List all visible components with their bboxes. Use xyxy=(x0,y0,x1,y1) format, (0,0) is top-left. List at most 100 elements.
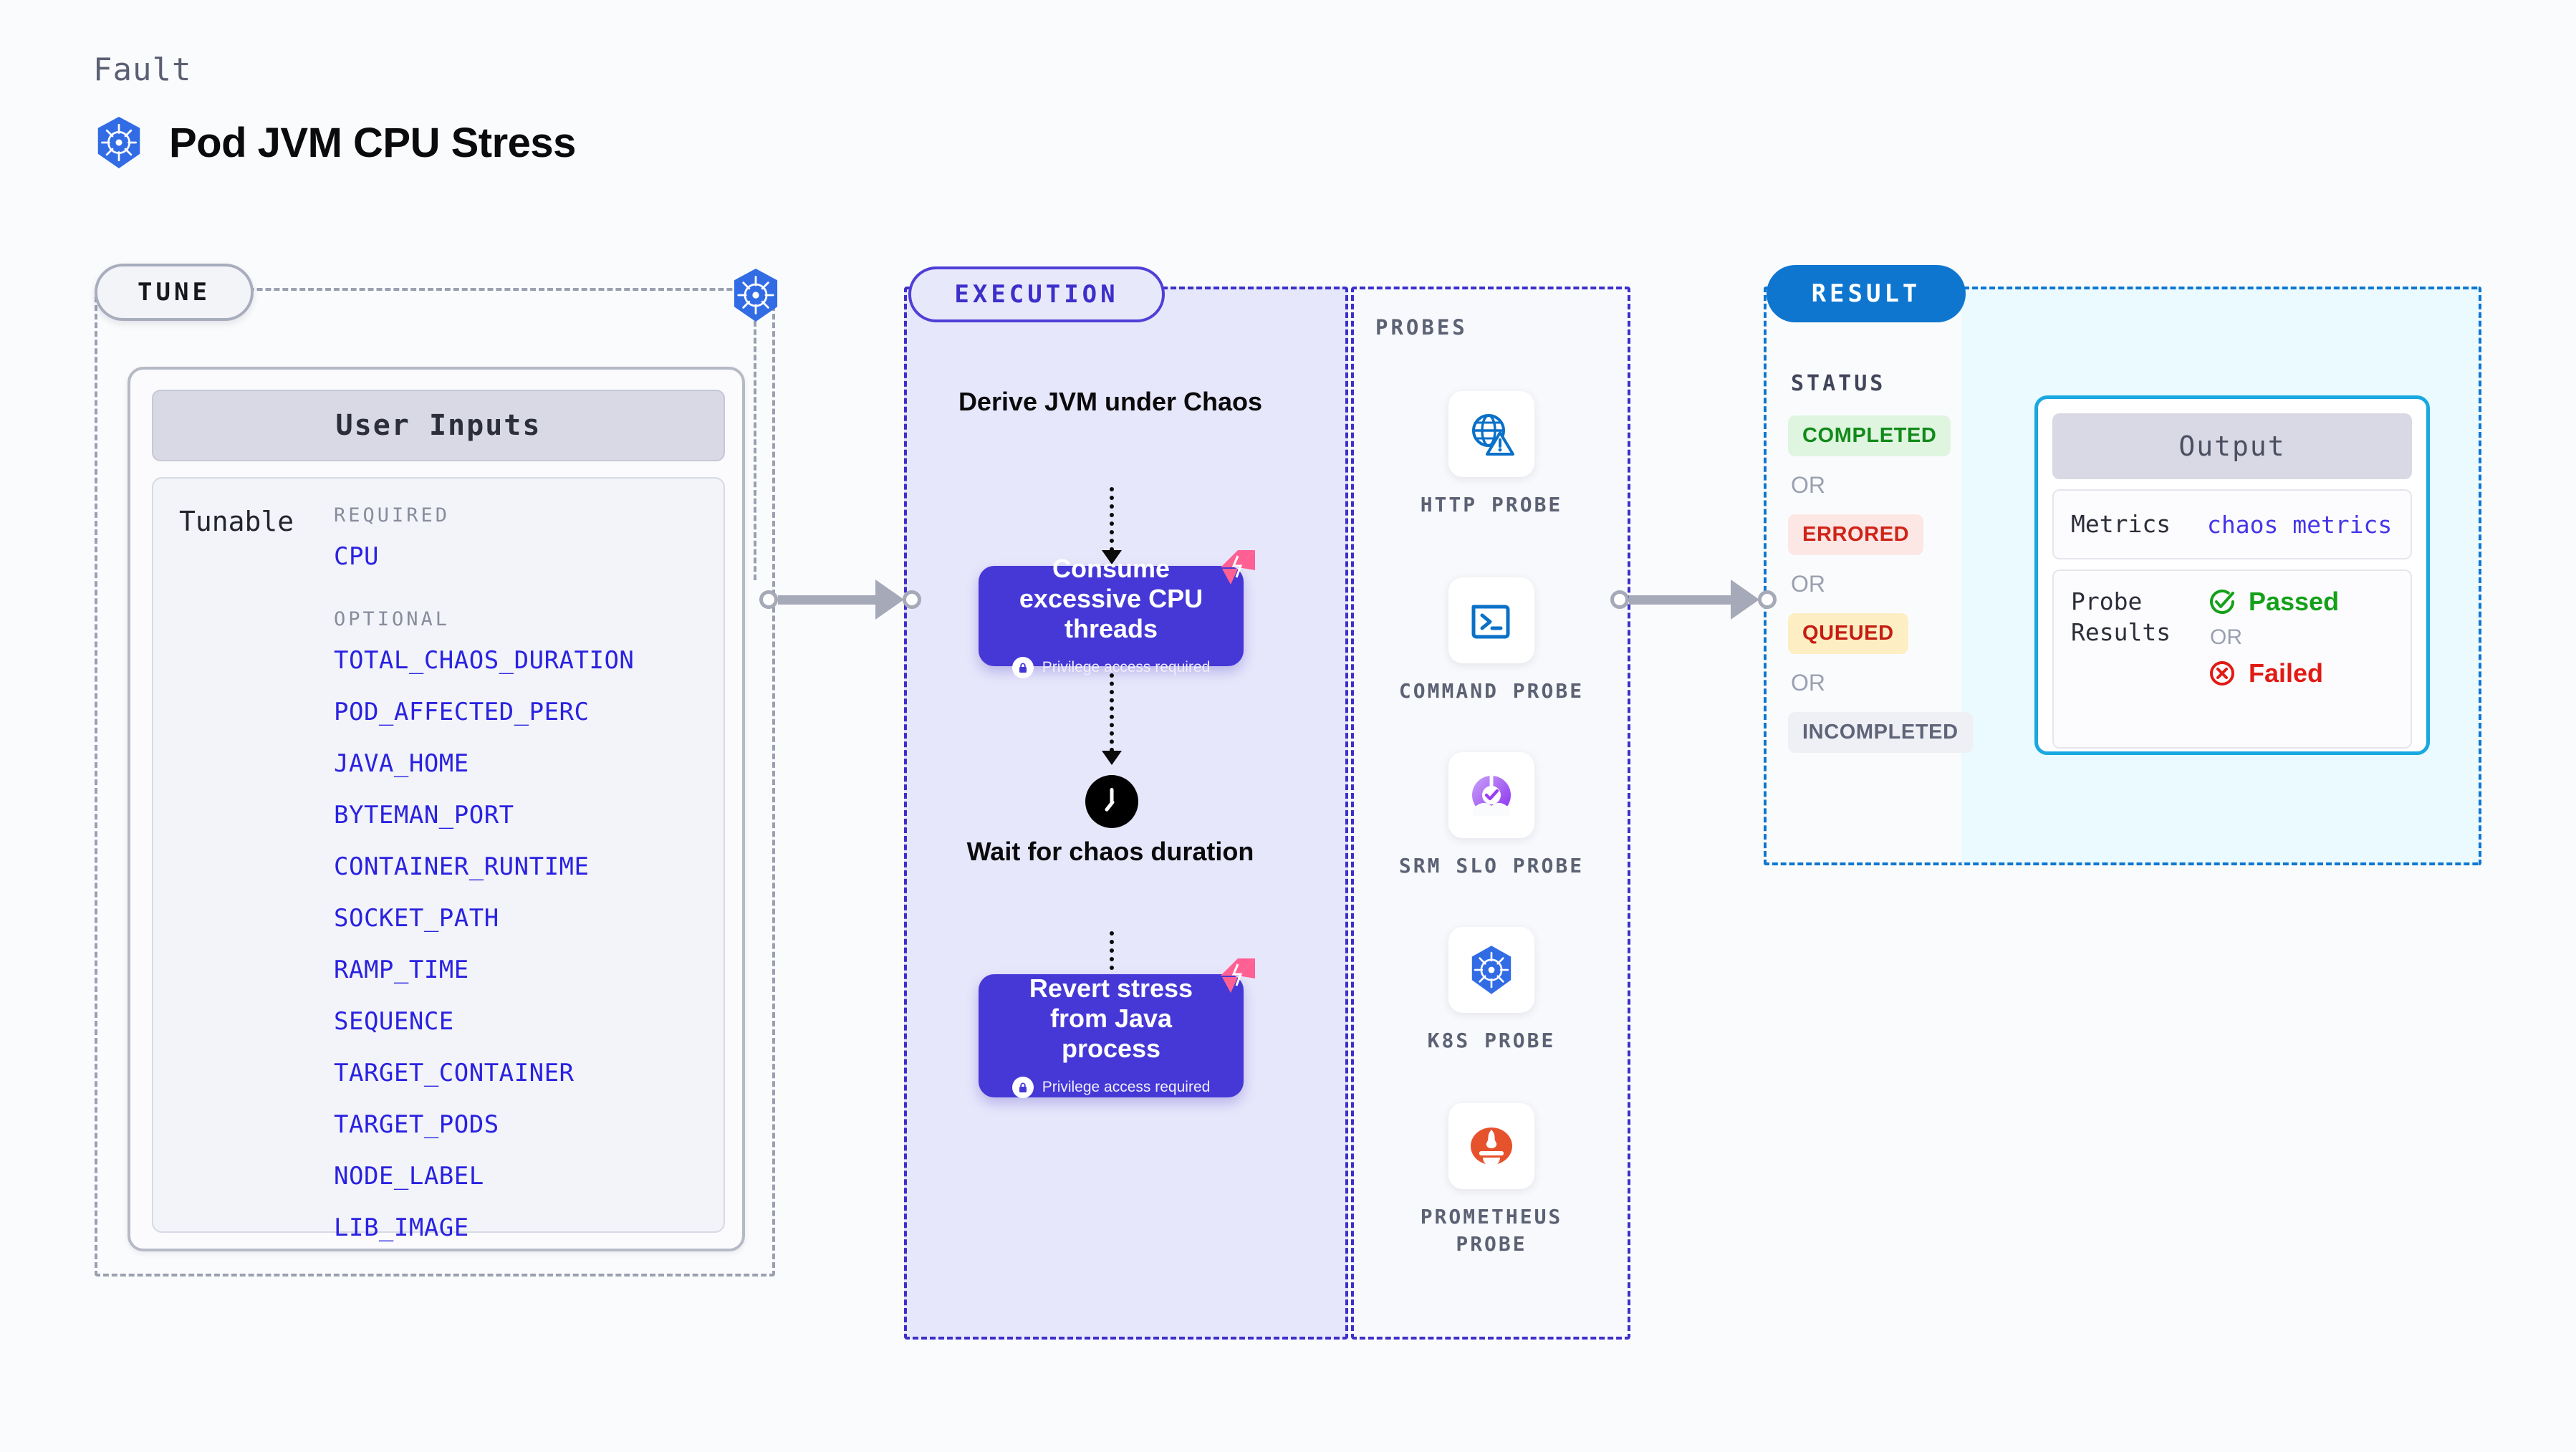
tunable-item[interactable]: BYTEMAN_PORT xyxy=(334,801,514,830)
lock-icon xyxy=(1011,1077,1034,1099)
tunable-item[interactable]: TARGET_PODS xyxy=(334,1110,499,1139)
probe-tile xyxy=(1448,577,1534,663)
status-title: STATUS xyxy=(1791,371,1886,396)
probe-label: HTTP PROBE xyxy=(1420,493,1563,516)
execution-pill[interactable]: EXECUTION xyxy=(908,266,1165,322)
connector-arrowhead xyxy=(875,580,904,620)
flow-arrow xyxy=(1102,673,1122,765)
user-inputs-title: User Inputs xyxy=(152,390,725,461)
litmus-chaos-flag-icon xyxy=(1221,958,1255,993)
tunable-group-heading: REQUIRED xyxy=(334,504,451,527)
kubernetes-icon xyxy=(97,117,140,168)
execution-card-revert-stress[interactable]: Revert stress from Java process Privileg… xyxy=(979,958,1255,1099)
output-row-probe-results: Probe Results Passed OR Faile xyxy=(2052,569,2412,749)
metrics-key: Metrics xyxy=(2071,509,2171,538)
probe-k8s[interactable]: K8S PROBE xyxy=(1384,927,1599,1054)
tunable-item[interactable]: TARGET_CONTAINER xyxy=(334,1059,575,1087)
srm-slo-donut-check-icon xyxy=(1472,774,1511,816)
connector-start-dot xyxy=(1610,590,1629,609)
kubernetes-icon xyxy=(1471,946,1512,994)
privilege-note: Privilege access required xyxy=(1011,657,1211,679)
tunable-item[interactable]: CONTAINER_RUNTIME xyxy=(334,852,590,881)
connector-tune-to-execution xyxy=(759,580,921,620)
tunable-item[interactable]: TOTAL_CHAOS_DURATION xyxy=(334,646,635,675)
probe-result-or-label: OR xyxy=(2210,625,2242,649)
output-row-metrics: Metrics chaos metrics xyxy=(2052,489,2412,559)
globe-warning-icon xyxy=(1472,414,1514,456)
fault-kicker: Fault xyxy=(93,52,192,88)
tunable-item[interactable]: RAMP_TIME xyxy=(334,956,469,984)
connector-execution-to-result xyxy=(1610,580,1777,620)
execution-card-consume-cpu[interactable]: Consume excessive CPU threads Privilege … xyxy=(979,550,1255,679)
privilege-note-text: Privilege access required xyxy=(1042,1079,1211,1096)
x-circle-icon xyxy=(2210,661,2234,686)
probe-result-passed: Passed xyxy=(2207,587,2339,617)
connector-end-dot xyxy=(1758,590,1777,609)
tunable-group-heading: OPTIONAL xyxy=(334,608,451,630)
tunable-label: Tunable xyxy=(179,506,294,537)
lock-icon xyxy=(1011,657,1034,679)
flow-arrow xyxy=(1102,487,1122,564)
tunable-item[interactable]: POD_AFFECTED_PERC xyxy=(334,698,590,726)
probe-label: K8S PROBE xyxy=(1427,1029,1556,1052)
execution-card-title: Consume excessive CPU threads xyxy=(1019,553,1203,644)
probe-label: PROMETHEUS PROBE xyxy=(1420,1205,1563,1256)
tune-pill[interactable]: TUNE xyxy=(95,264,254,321)
probe-tile xyxy=(1448,1103,1534,1189)
probe-tile xyxy=(1448,391,1534,477)
probe-result-passed-label: Passed xyxy=(2249,587,2340,616)
connector-end-dot xyxy=(903,590,921,609)
tunable-item[interactable]: CPU xyxy=(334,542,379,571)
probe-prometheus[interactable]: PROMETHEUS PROBE xyxy=(1384,1103,1599,1258)
status-badge: COMPLETED xyxy=(1788,415,1951,456)
execution-step-wait-label: Wait for chaos duration xyxy=(966,837,1254,866)
status-or-label: OR xyxy=(1791,670,1825,696)
status-badge: ERRORED xyxy=(1788,514,1924,555)
page-title: Pod JVM CPU Stress xyxy=(93,115,576,170)
kubernetes-icon xyxy=(734,269,778,322)
connector-bar xyxy=(1629,595,1732,605)
status-or-label: OR xyxy=(1791,571,1825,597)
terminal-icon xyxy=(1471,605,1510,639)
connector-arrowhead xyxy=(1731,580,1759,620)
probes-section-title: PROBES xyxy=(1375,315,1468,340)
probe-label: COMMAND PROBE xyxy=(1398,679,1585,703)
probe-result-failed-label: Failed xyxy=(2249,658,2324,688)
execution-step-derive-label: Derive JVM under Chaos xyxy=(958,387,1263,416)
probe-http[interactable]: HTTP PROBE xyxy=(1384,391,1599,519)
connector-start-dot xyxy=(759,590,778,609)
probe-label: SRM SLO PROBE xyxy=(1398,854,1585,878)
privilege-note-text: Privilege access required xyxy=(1042,659,1211,676)
probe-tile xyxy=(1448,927,1534,1013)
metrics-value-link[interactable]: chaos metrics xyxy=(2207,510,2393,539)
prometheus-icon xyxy=(1471,1128,1512,1166)
litmus-chaos-flag-icon xyxy=(1221,550,1255,585)
tune-lane xyxy=(95,288,775,1276)
output-card: Output Metrics chaos metrics Probe Resul… xyxy=(2034,395,2430,755)
tunable-item[interactable]: SOCKET_PATH xyxy=(334,904,499,933)
tune-lane-divider xyxy=(754,321,756,580)
probe-srm-slo[interactable]: SRM SLO PROBE xyxy=(1384,752,1599,880)
probe-result-failed: Failed xyxy=(2207,658,2339,688)
connector-bar xyxy=(778,595,877,605)
probe-results-key: Probe Results xyxy=(2071,587,2171,646)
probe-command[interactable]: COMMAND PROBE xyxy=(1384,577,1599,705)
tunable-box: Tunable REQUIRED CPU OPTIONAL TOTAL_CHAO… xyxy=(152,477,725,1242)
page-title-text: Pod JVM CPU Stress xyxy=(169,119,576,166)
probe-tile xyxy=(1448,752,1534,838)
tunable-item[interactable]: LIB_IMAGE xyxy=(334,1213,469,1242)
privilege-note: Privilege access required xyxy=(1011,1077,1211,1099)
status-badge: INCOMPLETED xyxy=(1788,712,1973,753)
tunable-list: REQUIRED CPU OPTIONAL TOTAL_CHAOS_DURATI… xyxy=(334,500,712,1265)
status-list: COMPLETED OR ERRORED OR QUEUED OR INCOMP… xyxy=(1788,415,1973,753)
tunable-item[interactable]: SEQUENCE xyxy=(334,1007,454,1036)
result-pill[interactable]: RESULT xyxy=(1767,265,1966,322)
tunable-item[interactable]: JAVA_HOME xyxy=(334,749,469,778)
output-title: Output xyxy=(2052,413,2412,479)
execution-card-title: Revert stress from Java process xyxy=(1029,973,1193,1064)
probe-results-values: Passed OR Failed xyxy=(2207,587,2339,688)
tunable-item[interactable]: NODE_LABEL xyxy=(334,1162,484,1191)
clock-icon xyxy=(1085,775,1138,828)
check-circle-icon xyxy=(2210,590,2235,615)
